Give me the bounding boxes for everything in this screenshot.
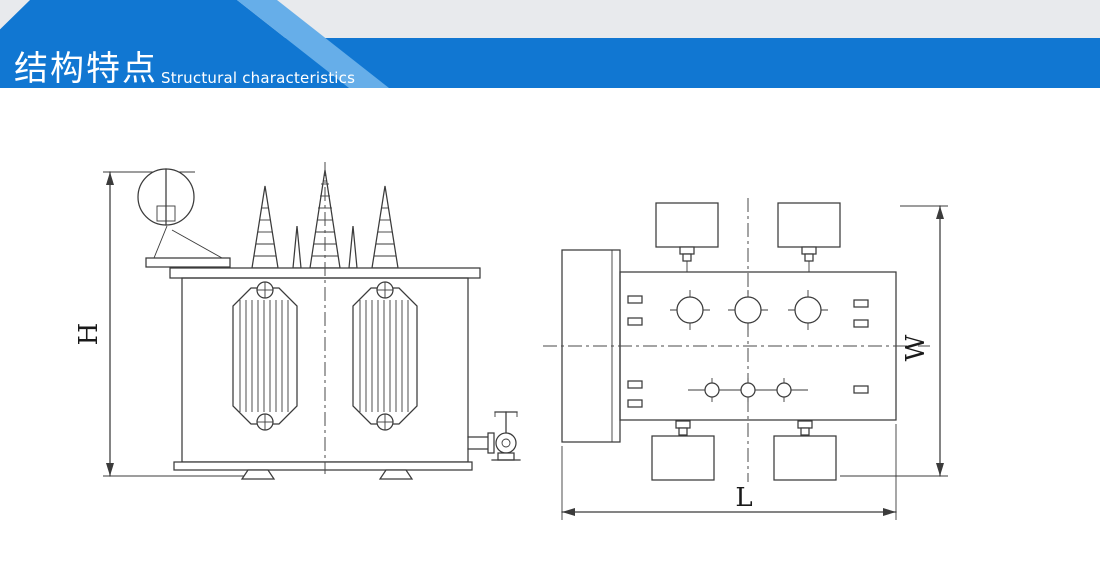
height-dimension: H: [74, 171, 258, 477]
radiator-left: [232, 281, 298, 431]
header-blue-trapezoid: [0, 0, 349, 88]
header-banner: [0, 0, 1100, 88]
length-dimension: L: [561, 424, 897, 520]
dimension-label-w: W: [901, 334, 931, 361]
dimension-label-l: L: [735, 483, 752, 513]
width-dimension: W: [840, 205, 948, 477]
conservator: [137, 168, 231, 268]
turret-top-right: [777, 202, 841, 272]
turret-top-left: [655, 202, 719, 272]
drain-valve: [467, 411, 521, 461]
mounting-pads: [627, 295, 869, 408]
foot-right: [378, 469, 414, 480]
cover-small-circles: [688, 378, 808, 402]
page-subtitle: Structural characteristics: [161, 69, 356, 88]
page-title: 结构特点: [14, 48, 158, 89]
cover-bushing-circles: [670, 290, 828, 330]
front-view: H: [74, 162, 521, 480]
dimension-label-h: H: [74, 323, 104, 346]
turret-bottom-right: [773, 420, 837, 481]
foot-left: [240, 469, 276, 480]
turret-bottom-left: [651, 420, 715, 481]
header-titles: 结构特点 Structural characteristics: [14, 38, 355, 91]
top-view: W L: [543, 198, 948, 520]
header-light-ribbon: [237, 0, 389, 88]
radiator-right: [352, 281, 418, 431]
